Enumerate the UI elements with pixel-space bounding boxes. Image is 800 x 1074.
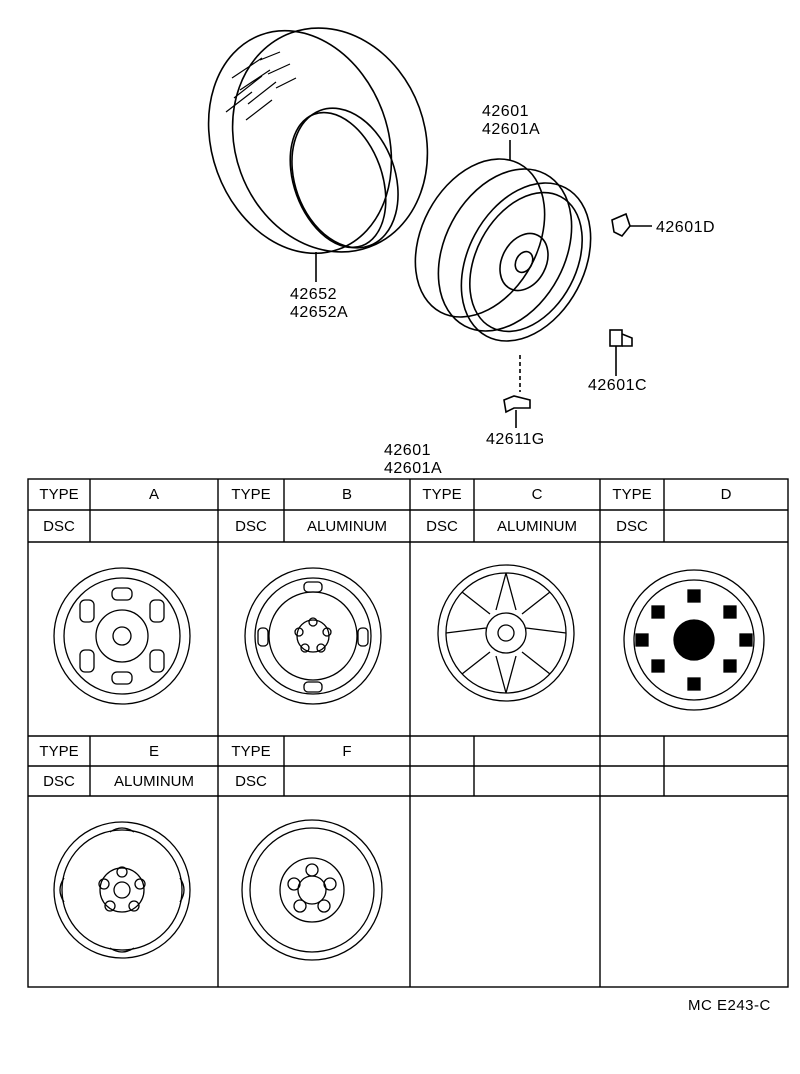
- table-part-number: 42601: [384, 442, 431, 459]
- wheel-type-table: [27, 478, 789, 988]
- dsc-value-c: ALUMINUM: [496, 517, 577, 535]
- nut-part-number: 42601C: [588, 377, 648, 394]
- wheel-part-number: 42601: [482, 103, 529, 120]
- dsc-value-f: [284, 766, 410, 796]
- type-label-f: TYPE: [231, 742, 271, 760]
- wheel-type-f-drawing: [241, 819, 383, 961]
- table-part-number-alt: 42601A: [384, 460, 443, 477]
- type-value-e: E: [148, 742, 159, 760]
- dsc-value-b: ALUMINUM: [306, 517, 387, 535]
- type-value-f: F: [342, 742, 352, 760]
- dsc-label-a: DSC: [43, 517, 75, 535]
- type-value-b: B: [341, 486, 352, 503]
- dsc-value-d: [664, 510, 788, 542]
- valve-part: [503, 395, 531, 428]
- type-label-b: TYPE: [231, 486, 271, 503]
- dsc-value-a: [90, 510, 218, 542]
- type-value-d: D: [720, 486, 732, 503]
- clip-part-number: 42601D: [656, 219, 716, 236]
- dsc-label-c: DSC: [426, 517, 458, 535]
- nut-part: [609, 329, 633, 376]
- tire-part-number-alt: 42652A: [290, 304, 349, 321]
- dsc-value-e: ALUMINUM: [113, 772, 194, 790]
- tire-illustration: [207, 27, 429, 282]
- wheel-type-c-drawing: [437, 564, 575, 702]
- wheel-illustration: [414, 140, 592, 392]
- wheel-type-d-drawing: [623, 569, 765, 711]
- dsc-label-e: DSC: [43, 772, 75, 790]
- type-label-e: TYPE: [39, 742, 79, 760]
- dsc-label-f: DSC: [235, 772, 267, 790]
- wheel-type-a-drawing: [53, 567, 191, 705]
- dsc-label-b: DSC: [235, 517, 267, 535]
- tire-part-number: 42652: [290, 286, 337, 303]
- wheel-type-b-drawing: [244, 567, 382, 705]
- clip-part: [611, 212, 652, 238]
- type-value-c: C: [531, 486, 543, 503]
- valve-part-number: 42611G: [486, 431, 545, 448]
- dsc-label-d: DSC: [616, 517, 648, 535]
- type-label-a: TYPE: [39, 486, 79, 503]
- wheel-part-number-alt: 42601A: [482, 121, 541, 138]
- type-value-a: A: [148, 486, 159, 503]
- diagram-code: MC E243-C: [688, 997, 771, 1014]
- type-label-c: TYPE: [422, 486, 462, 503]
- type-label-d: TYPE: [612, 486, 652, 503]
- wheel-type-e-drawing: [53, 821, 191, 959]
